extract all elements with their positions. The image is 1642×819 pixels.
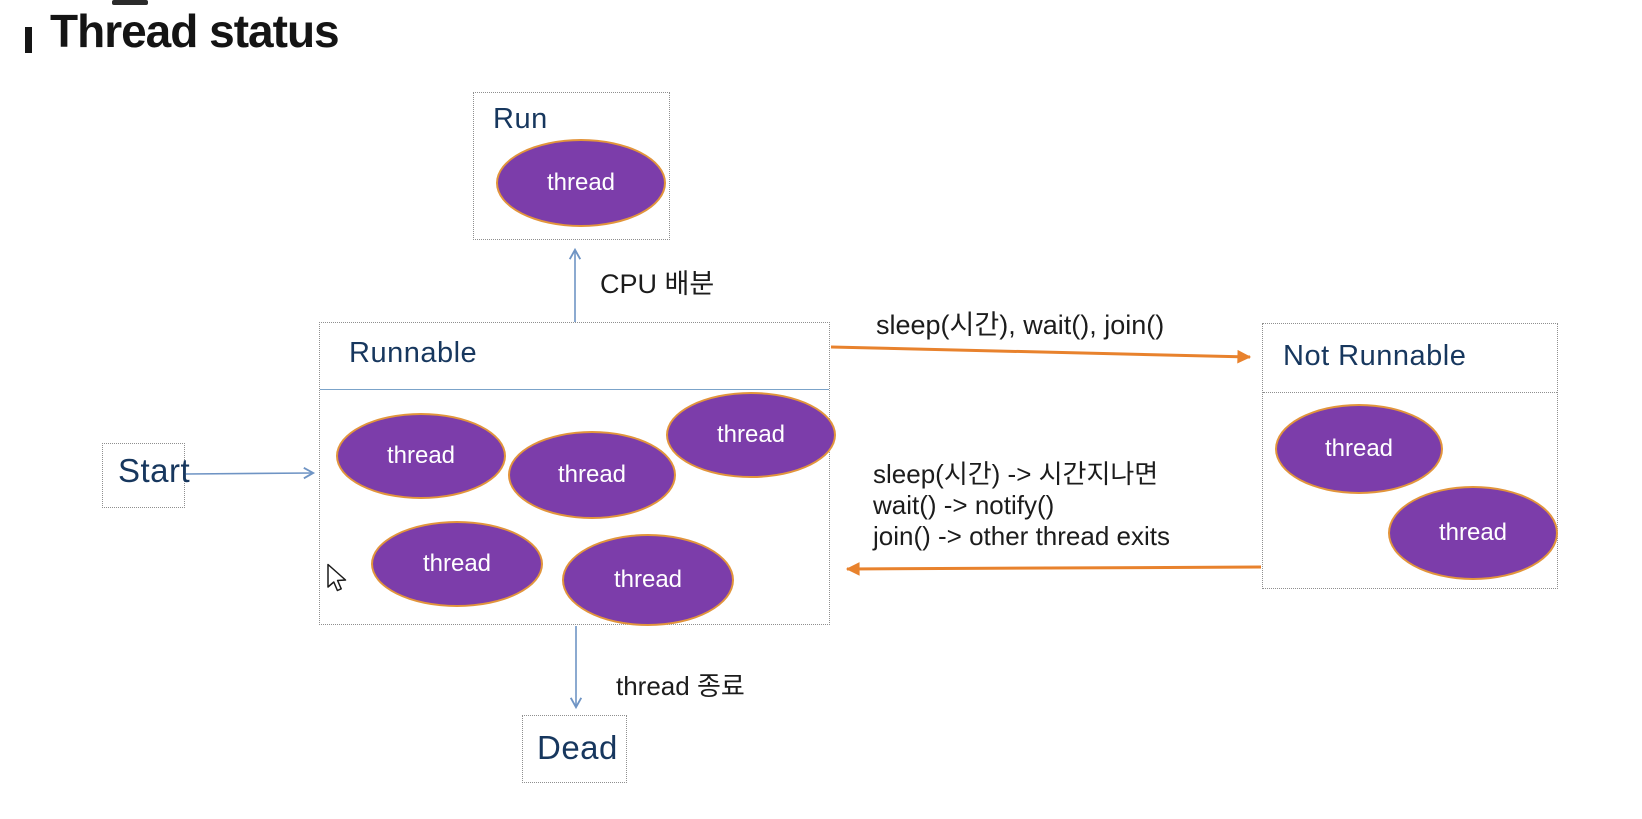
thread-label: thread (386, 442, 456, 469)
arrow-not-runnable-to-runnable (845, 562, 1262, 576)
title-bullet-icon (25, 27, 32, 53)
edge-label-thread-end: thread 종료 (616, 671, 745, 701)
thread-label: thread (613, 566, 683, 593)
edge-label-cpu-allocation: CPU 배분 (600, 269, 715, 299)
thread-ellipse: thread (1275, 404, 1443, 494)
top-edge-smudge (112, 0, 148, 5)
arrow-runnable-to-not-runnable (830, 345, 1252, 364)
thread-label: thread (716, 421, 786, 448)
thread-ellipse: thread (496, 139, 666, 227)
state-box-start: Start (102, 443, 191, 508)
thread-ellipse: thread (508, 431, 676, 519)
start-label: Start (118, 452, 191, 489)
state-box-not-runnable: Not Runnable thread thread (1262, 323, 1558, 589)
return-condition-line: sleep(시간) -> 시간지나면 (873, 459, 1159, 489)
thread-label: thread (546, 169, 616, 196)
thread-label: thread (1438, 519, 1508, 546)
state-box-dead: Dead (522, 715, 627, 783)
return-condition-line: join() -> other thread exits (873, 521, 1170, 551)
edge-label-return-conditions: sleep(시간) -> 시간지나면 wait() -> notify() jo… (873, 459, 1170, 552)
thread-ellipse: thread (562, 534, 734, 626)
state-box-runnable: Runnable thread thread thread thread thr… (319, 322, 836, 626)
thread-ellipse: thread (1388, 486, 1558, 580)
page-title: Thread status (50, 5, 340, 57)
not-runnable-label: Not Runnable (1283, 340, 1467, 372)
return-condition-line: wait() -> notify() (873, 490, 1055, 520)
thread-ellipse: thread (371, 521, 543, 607)
thread-label: thread (557, 461, 627, 488)
runnable-title-divider (320, 389, 829, 390)
thread-label: thread (1324, 435, 1394, 462)
thread-label: thread (422, 550, 492, 577)
dead-label: Dead (537, 729, 618, 766)
not-runnable-title-divider (1263, 392, 1557, 393)
run-label: Run (493, 103, 548, 135)
edge-label-sleep-wait-join: sleep(시간), wait(), join() (876, 310, 1165, 340)
state-box-run: Run thread (473, 92, 670, 240)
thread-ellipse: thread (666, 392, 836, 478)
arrow-start-to-runnable (185, 466, 316, 480)
runnable-label: Runnable (349, 337, 478, 369)
mouse-cursor-icon (327, 563, 347, 592)
thread-ellipse: thread (336, 413, 506, 499)
